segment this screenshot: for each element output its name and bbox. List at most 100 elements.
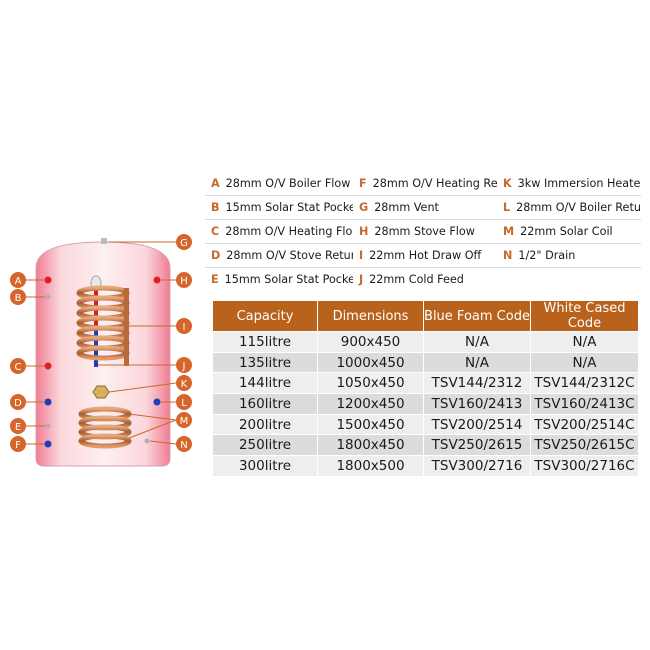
tag-f: F <box>10 436 26 452</box>
svg-text:L: L <box>181 398 187 409</box>
cell-white-code: N/A <box>530 351 638 373</box>
cell-capacity: 250litre <box>213 434 318 456</box>
table-row: 135litre 1000x450 N/A N/A <box>213 351 638 373</box>
table-row: 200litre 1500x450 TSV200/2514 TSV200/251… <box>213 413 638 435</box>
cylinder-diagram: A B C D E F G H I J K L M N <box>10 234 192 467</box>
svg-text:N: N <box>180 440 187 451</box>
cell-dimensions: 1200x450 <box>317 393 424 415</box>
cell-dimensions: 1000x450 <box>317 351 424 373</box>
cell-white-code: TSV144/2312C <box>530 372 638 394</box>
cell-capacity: 115litre <box>213 331 318 353</box>
cell-capacity: 135litre <box>213 351 318 373</box>
cell-dimensions: 1050x450 <box>317 372 424 394</box>
legend-letter: F <box>359 177 367 190</box>
cell-capacity: 200litre <box>213 413 318 435</box>
cell-dimensions: 900x450 <box>317 331 424 353</box>
cell-blue-code: TSV160/2413 <box>423 393 531 415</box>
svg-text:I: I <box>183 322 186 333</box>
legend-row: A 28mm O/V Boiler Flow F 28mm O/V Heating … <box>205 172 641 196</box>
port-f <box>44 440 52 448</box>
cell-blue-code: N/A <box>423 351 531 373</box>
tag-g: G <box>176 234 192 250</box>
header-blue-foam-code: Blue Foam Code <box>423 301 531 332</box>
legend-letter: G <box>359 201 369 214</box>
legend-letter: B <box>211 201 220 214</box>
svg-text:G: G <box>180 238 188 249</box>
table-row: 300litre 1800x500 TSV300/2716 TSV300/271… <box>213 455 638 476</box>
svg-text:M: M <box>180 416 189 427</box>
svg-text:D: D <box>14 398 22 409</box>
svg-text:B: B <box>15 293 22 304</box>
cell-white-code: TSV250/2615C <box>530 434 638 456</box>
port-n <box>144 438 150 444</box>
table-row: 160litre 1200x450 TSV160/2413 TSV160/241… <box>213 393 638 415</box>
tag-h: H <box>176 272 192 288</box>
legend-letter: M <box>503 225 515 238</box>
legend-letter: A <box>211 177 220 190</box>
cell-blue-code: TSV200/2514 <box>423 413 531 435</box>
svg-text:E: E <box>15 422 21 433</box>
legend-text: 28mm Stove Flow <box>374 225 475 238</box>
table-row: 250litre 1800x450 TSV250/2615 TSV250/261… <box>213 434 638 456</box>
cell-white-code: N/A <box>530 331 638 353</box>
tag-b: B <box>10 289 26 305</box>
cell-white-code: TSV200/2514C <box>530 413 638 435</box>
legend-letter: N <box>503 249 513 262</box>
tag-k: K <box>176 375 192 391</box>
cell-capacity: 144litre <box>213 372 318 394</box>
legend-text: 3kw Immersion Heater <box>517 177 641 190</box>
legend-letter: D <box>211 249 221 262</box>
legend-text: 1/2" Drain <box>518 249 576 262</box>
svg-text:J: J <box>182 361 186 372</box>
legend-text: 28mm Vent <box>374 201 439 214</box>
tag-d: D <box>10 394 26 410</box>
legend-text: 28mm O/V Heating Return <box>372 177 497 190</box>
port-c <box>44 362 52 370</box>
legend-text: 28mm O/V Stove Return <box>226 249 353 262</box>
cell-blue-code: N/A <box>423 331 531 353</box>
svg-text:A: A <box>15 276 22 287</box>
svg-text:F: F <box>15 440 21 451</box>
svg-text:K: K <box>181 379 188 390</box>
legend-text: 22mm Hot Draw Off <box>369 249 482 262</box>
legend-text: 28mm O/V Heating Flow <box>225 225 353 238</box>
port-d <box>44 398 52 406</box>
legend-text: 28mm O/V Boiler Flow <box>225 177 351 190</box>
header-capacity: Capacity <box>213 301 318 332</box>
port-b <box>45 294 51 300</box>
tag-n: N <box>176 436 192 452</box>
tag-c: C <box>10 358 26 374</box>
svg-text:C: C <box>15 362 22 373</box>
cell-blue-code: TSV250/2615 <box>423 434 531 456</box>
cell-dimensions: 1800x500 <box>317 455 424 476</box>
svg-text:H: H <box>180 276 188 287</box>
legend-text: 15mm Solar Stat Pocket <box>224 273 353 286</box>
cell-white-code: TSV300/2716C <box>530 455 638 476</box>
header-white-cased-code: White Cased Code <box>530 301 638 332</box>
header-dimensions: Dimensions <box>317 301 424 332</box>
legend-text: 15mm Solar Stat Pocket <box>225 201 353 214</box>
legend-letter: C <box>211 225 220 238</box>
capacity-table: Capacity Dimensions Blue Foam Code White… <box>213 301 638 476</box>
table-row: 115litre 900x450 N/A N/A <box>213 331 638 353</box>
table-header-row: Capacity Dimensions Blue Foam Code White… <box>213 301 638 332</box>
cell-capacity: 300litre <box>213 455 318 476</box>
tag-l: L <box>176 394 192 410</box>
tag-m: M <box>176 412 192 428</box>
cell-dimensions: 1800x450 <box>317 434 424 456</box>
port-h <box>153 276 161 284</box>
port-a <box>44 276 52 284</box>
legend-text: 28mm O/V Boiler Return <box>516 201 641 214</box>
legend-letter: J <box>359 273 364 286</box>
table-row: 144litre 1050x450 TSV144/2312 TSV144/231… <box>213 372 638 394</box>
cylinder-body <box>35 241 171 467</box>
legend-letter: H <box>359 225 369 238</box>
cell-blue-code: TSV144/2312 <box>423 372 531 394</box>
port-l <box>153 398 161 406</box>
tag-j: J <box>176 357 192 373</box>
immersion-nut <box>92 385 110 399</box>
tag-a: A <box>10 272 26 288</box>
